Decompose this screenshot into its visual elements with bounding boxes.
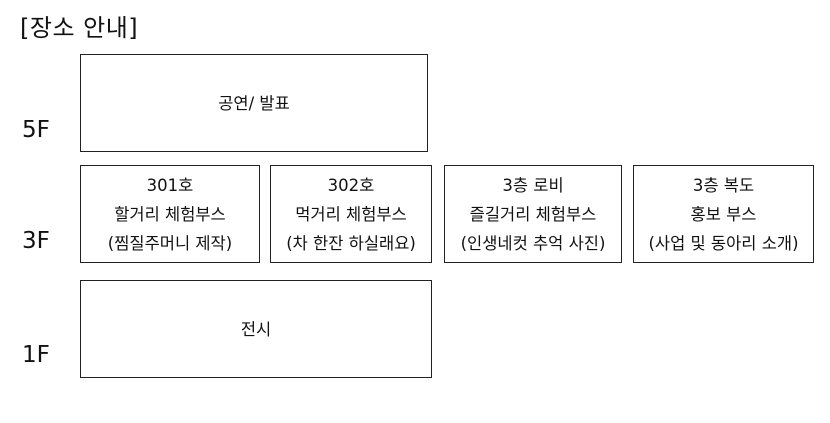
floor-label-1f: 1F (22, 342, 50, 368)
room-5f-performance-name: 공연/ 발표 (218, 93, 290, 113)
room-1f-exhibition-name: 전시 (240, 319, 272, 339)
room-3f-lobby-category: 즐길거리 체험부스 (469, 204, 597, 224)
room-302-category: 먹거리 체험부스 (295, 204, 407, 224)
floor-label-5f: 5F (22, 117, 50, 143)
room-302-activity: (차 한잔 하실래요) (286, 233, 416, 253)
room-3f-hallway-location: 3층 복도 (692, 175, 755, 195)
room-3f-hallway-category: 홍보 부스 (690, 204, 757, 224)
room-3f-lobby-location: 3층 로비 (502, 175, 564, 195)
room-1f-exhibition: 전시 (80, 280, 432, 378)
floor-label-3f: 3F (22, 228, 50, 254)
room-3f-hallway-activity: (사업 및 동아리 소개) (648, 233, 799, 253)
room-302-number: 302호 (327, 175, 375, 195)
room-301: 301호 할거리 체험부스 (찜질주머니 제작) (80, 165, 260, 263)
room-301-number: 301호 (146, 175, 194, 195)
room-302: 302호 먹거리 체험부스 (차 한잔 하실래요) (270, 165, 432, 263)
room-301-activity: (찜질주머니 제작) (107, 233, 233, 253)
room-3f-lobby-activity: (인생네컷 추억 사진) (460, 233, 606, 253)
room-3f-hallway: 3층 복도 홍보 부스 (사업 및 동아리 소개) (633, 165, 814, 263)
room-301-category: 할거리 체험부스 (114, 204, 226, 224)
page-title: [장소 안내] (20, 14, 139, 42)
room-5f-performance: 공연/ 발표 (80, 54, 428, 152)
room-3f-lobby: 3층 로비 즐길거리 체험부스 (인생네컷 추억 사진) (444, 165, 622, 263)
